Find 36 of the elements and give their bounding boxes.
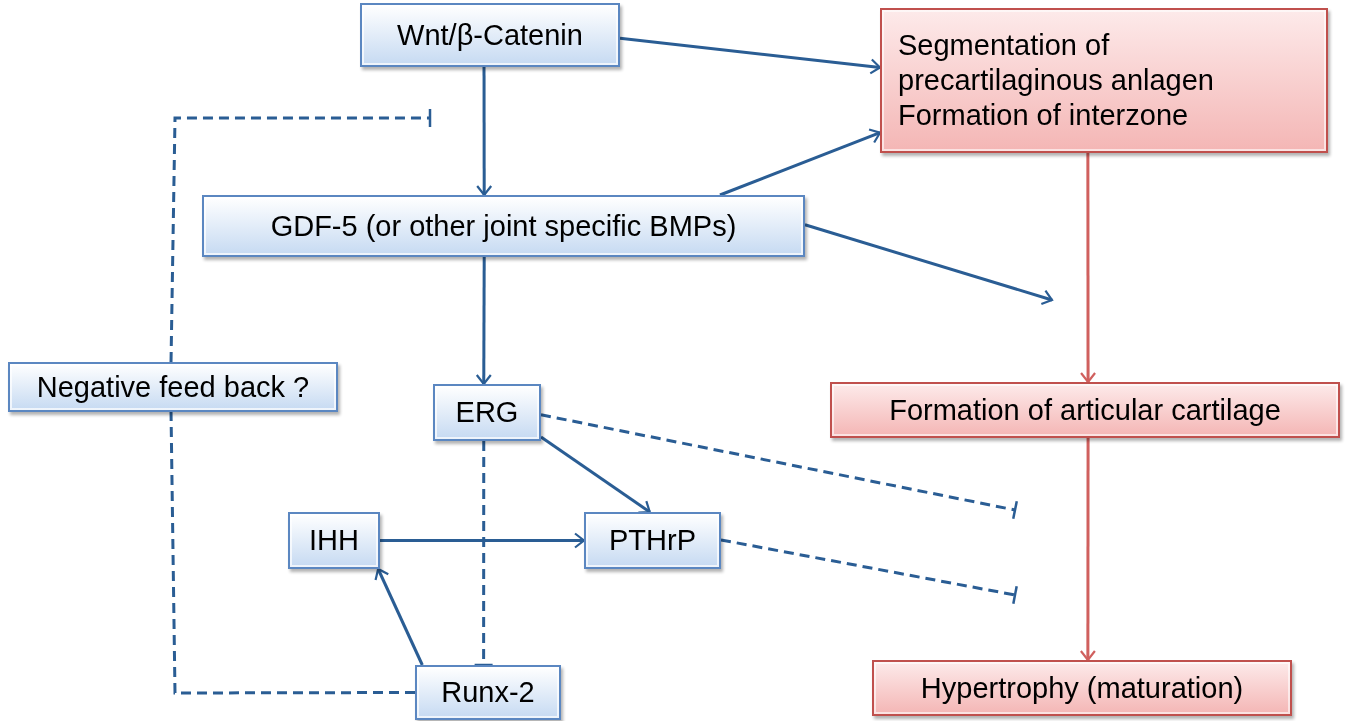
process-box — [433, 384, 541, 441]
process-box — [288, 512, 380, 569]
arrow — [719, 128, 882, 197]
node-label: PTHrP — [609, 523, 696, 558]
node-label: Hypertrophy (maturation) — [920, 670, 1244, 706]
process-box — [8, 362, 338, 412]
arrow — [804, 223, 1054, 306]
arrow — [1079, 153, 1097, 384]
node-label: Formation of articular cartilage — [889, 392, 1281, 428]
node-label: Negative feed back ? — [36, 369, 310, 405]
node-label: Runx-2 — [441, 675, 535, 710]
node-label: ERG — [455, 395, 519, 430]
arrow — [475, 257, 492, 386]
arrow — [380, 532, 586, 549]
process-box — [584, 512, 721, 569]
inhibition-line — [169, 107, 432, 363]
node-label: IHH — [309, 523, 359, 558]
arrow — [476, 67, 493, 197]
process-box — [360, 3, 620, 67]
outcome-box — [830, 382, 1340, 438]
outcome-box — [872, 660, 1292, 716]
arrow — [540, 435, 651, 514]
process-box — [415, 665, 561, 720]
inhibition-line — [473, 441, 494, 667]
process-box — [202, 195, 805, 257]
node-label: GDF-5 (or other joint specific BMPs) — [270, 208, 737, 244]
arrow — [619, 36, 882, 75]
arrow — [1079, 438, 1096, 662]
inhibition-line — [540, 413, 1018, 521]
inhibition-line — [720, 538, 1018, 606]
node-label: Formation of interzone — [898, 97, 1189, 133]
outcome-box — [880, 8, 1328, 153]
node-label: Segmentation of precartilaginous anlagen — [898, 28, 1215, 98]
node-label: Wnt/β-Catenin — [397, 17, 583, 53]
arrow — [374, 567, 424, 666]
connector-line — [169, 411, 415, 695]
